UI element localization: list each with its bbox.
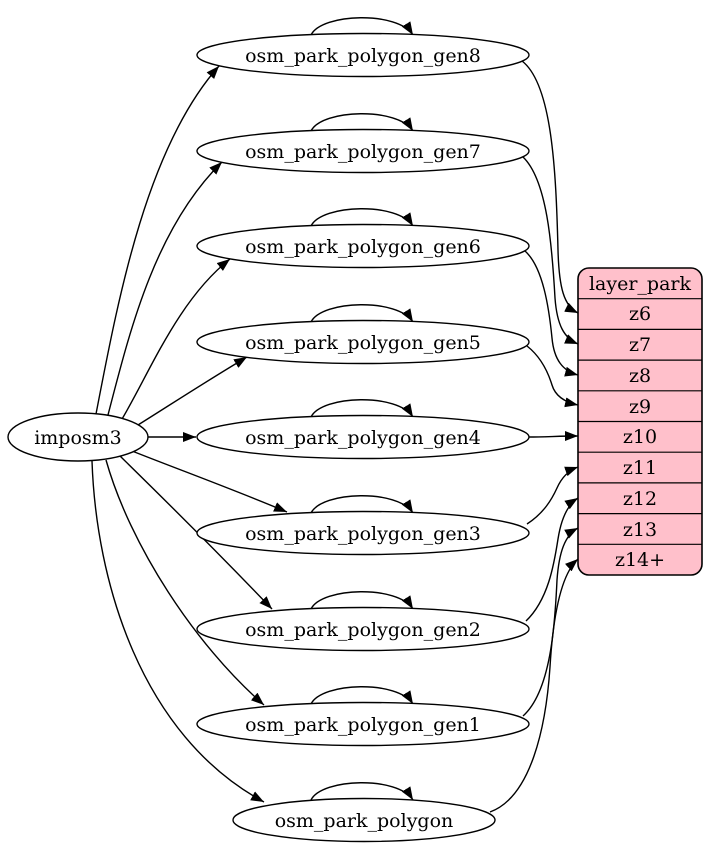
layer-row-z6: z6 — [629, 303, 651, 325]
node-imposm3-shape — [7, 412, 149, 462]
node-gen8-label: osm_park_polygon_gen8 — [245, 45, 481, 67]
edge-gen2-self-loop — [310, 591, 414, 610]
layer-row-z7: z7 — [629, 334, 651, 356]
node-gen5-label: osm_park_polygon_gen5 — [245, 332, 481, 354]
layer-row-z10: z10 — [623, 426, 657, 448]
node-gen7-label: osm_park_polygon_gen7 — [245, 141, 481, 163]
node-gen6-label: osm_park_polygon_gen6 — [245, 236, 481, 258]
node-gen8-shape — [196, 32, 530, 78]
node-imposm3: imposm3 — [7, 412, 149, 462]
edge-gen1-self-loop — [310, 686, 414, 705]
edge-gen1-z13 — [522, 527, 579, 717]
layer-row-z9: z9 — [629, 396, 651, 418]
node-layer-park: layer_park z6 z7 z8 z9 z10 z11 z12 z13 z… — [577, 267, 703, 576]
edge-gen4-self-loop — [310, 399, 414, 418]
node-gen3-label: osm_park_polygon_gen3 — [245, 523, 481, 545]
edge-gen8-z6 — [521, 60, 579, 314]
edge-imposm3-polygon — [91, 460, 265, 803]
edge-imposm3-gen7 — [107, 161, 223, 416]
node-polygon-shape — [232, 797, 496, 843]
edges-tables-to-layer — [489, 60, 579, 813]
edge-gen5-z9 — [526, 345, 579, 408]
node-gen4-shape — [196, 414, 530, 460]
edge-polygon-self-loop — [310, 782, 414, 801]
node-gen2-shape — [196, 606, 530, 652]
edge-gen7-z7 — [522, 156, 579, 345]
edge-imposm3-gen6 — [121, 258, 231, 420]
node-osm-park-polygon: osm_park_polygon — [232, 797, 496, 843]
node-osm-park-polygon-gen3: osm_park_polygon_gen3 — [196, 510, 530, 556]
layer-row-z12: z12 — [623, 488, 657, 510]
node-gen1-label: osm_park_polygon_gen1 — [245, 714, 481, 736]
edge-imposm3-gen8 — [95, 65, 220, 415]
node-osm-park-polygon-gen5: osm_park_polygon_gen5 — [196, 319, 530, 365]
layer-row-z13: z13 — [623, 519, 657, 541]
node-osm-park-polygon-gen7: osm_park_polygon_gen7 — [196, 128, 530, 174]
node-gen5-shape — [196, 319, 530, 365]
edge-gen6-self-loop — [310, 208, 414, 227]
node-osm-park-polygon-gen8: osm_park_polygon_gen8 — [196, 32, 530, 78]
edge-imposm3-gen3 — [131, 450, 288, 513]
node-gen6-shape — [196, 223, 530, 269]
edges-imposm3-to-tables — [91, 65, 288, 803]
node-gen2-label: osm_park_polygon_gen2 — [245, 619, 481, 641]
edge-imposm3-gen2 — [119, 455, 273, 610]
node-osm-park-polygon-gen4: osm_park_polygon_gen4 — [196, 414, 530, 460]
node-osm-park-polygon-gen2: osm_park_polygon_gen2 — [196, 606, 530, 652]
node-osm-park-polygon-gen6: osm_park_polygon_gen6 — [196, 223, 530, 269]
edge-gen3-self-loop — [310, 495, 414, 514]
edges-self-loops — [310, 17, 414, 801]
node-polygon-label: osm_park_polygon — [275, 810, 454, 832]
edge-imposm3-gen1 — [105, 459, 265, 706]
edge-gen7-self-loop — [310, 113, 414, 132]
node-gen7-shape — [196, 128, 530, 174]
layer-row-z14plus: z14+ — [615, 549, 665, 571]
node-gen1-shape — [196, 701, 530, 747]
edge-gen6-z8 — [524, 250, 579, 377]
edge-gen4-z10 — [528, 431, 579, 442]
node-gen3-shape — [196, 510, 530, 556]
layer-row-z11: z11 — [623, 457, 657, 479]
node-gen4-label: osm_park_polygon_gen4 — [245, 427, 481, 449]
edge-gen5-self-loop — [310, 304, 414, 323]
edge-gen3-z11 — [526, 466, 579, 525]
edge-polygon-z14 — [489, 558, 579, 813]
node-imposm3-label: imposm3 — [34, 427, 122, 449]
edge-gen8-self-loop — [310, 17, 414, 36]
layer-row-z8: z8 — [629, 365, 651, 387]
node-osm-park-polygon-gen1: osm_park_polygon_gen1 — [196, 701, 530, 747]
edge-imposm3-gen5 — [137, 356, 248, 426]
layer-park-header-label: layer_park — [589, 273, 692, 295]
edge-gen2-z12 — [525, 497, 579, 622]
